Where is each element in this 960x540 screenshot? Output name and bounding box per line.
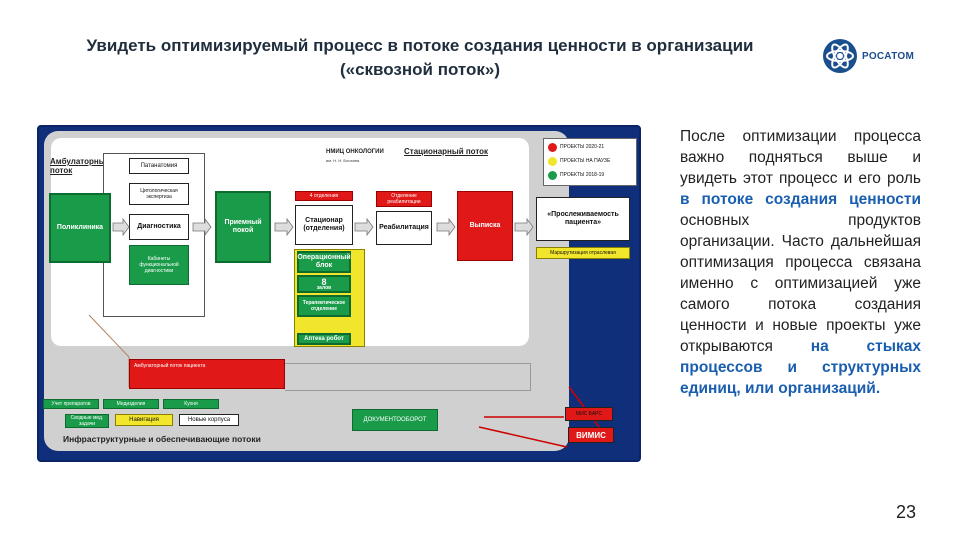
green-lamp-icon: [548, 171, 557, 180]
slide-title: Увидеть оптимизируемый процесс в потоке …: [86, 36, 754, 79]
reab-box: Реабилитация: [376, 211, 432, 245]
infra-label: Инфраструктурные и обеспечивающие потоки: [63, 434, 261, 444]
page-number: 23: [896, 502, 917, 522]
navigacia-box: Навигация: [115, 414, 173, 426]
terapevt-box: Терапевтическое отделение: [297, 295, 351, 317]
amb-projects-label: Амбулаторный поток пациента: [134, 363, 206, 369]
kuhnya-box: Кухня: [163, 399, 219, 409]
side-text: После оптимизации процесса важно поднять…: [680, 126, 921, 399]
red-lamp-icon: [548, 143, 557, 152]
marshrut-box: Маршрутизация отраслевая: [536, 247, 630, 259]
diagnostika-box: Диагностика: [129, 214, 189, 240]
vimis-box: ВИМИС: [568, 427, 614, 443]
yellow-lamp-icon: [548, 157, 557, 166]
side-text-highlight-1: в потоке создания ценности: [680, 191, 921, 208]
priemny-box: Приемный покой: [215, 191, 271, 263]
traffic-light-legend: ПРОЕКТЫ 2020-21 ПРОЕКТЫ НА ПАУЗЕ ПРОЕКТЫ…: [543, 138, 637, 186]
cito-box: Цитологическая экспертиза: [129, 183, 189, 205]
rosatom-logo: РОСАТОМ: [822, 36, 932, 76]
svodnye-box: Сводные мед. задачи: [65, 414, 109, 428]
proslezh-box: «Прослеживаемость пациента»: [536, 197, 630, 241]
stationary-label: Стационарный поток: [404, 147, 489, 156]
misbaro-box: МИС БАРС: [565, 407, 613, 421]
side-text-highlight-2: на стыках процессов и структурных единиц…: [680, 338, 921, 397]
func-diag-box: Кабинеты функциональной диагностики: [129, 245, 189, 285]
poliklinika-box: Поликлиника: [49, 193, 111, 263]
legend-yellow: ПРОЕКТЫ НА ПАУЗЕ: [560, 158, 611, 164]
otdeleniya-top: 4 отделения: [295, 191, 353, 201]
stacionar-box: Стационар (отделения): [295, 205, 353, 245]
vypiska-box: Выписка: [457, 191, 513, 261]
operblock-box: Операционный блок: [297, 251, 351, 273]
legend-red: ПРОЕКТЫ 2020-21: [560, 144, 605, 150]
legend-green: ПРОЕКТЫ 2018-19: [560, 172, 605, 178]
atom-icon: [823, 39, 857, 73]
reab-top: Отделение реабилитации: [376, 191, 432, 207]
medizd-box: Медизделия: [103, 399, 159, 409]
docoborot-box: ДОКУМЕНТООБОРОТ: [352, 409, 438, 431]
operrooms-box: 8 залов: [297, 275, 351, 293]
operrooms-unit: залов: [316, 284, 332, 291]
value-stream-diagram: Амбулаторный поток Поликлиника Патанатом…: [37, 125, 641, 462]
apteka-box: Аптека робот: [297, 333, 351, 345]
org-sub: им. Н. Н. Блохина: [326, 158, 360, 163]
operrooms-count: 8: [321, 276, 327, 287]
ambulatory-label: Амбулаторный поток: [50, 157, 111, 175]
novye-box: Новые корпуса: [179, 414, 239, 426]
amb-strip-extension: [285, 363, 531, 391]
uchet-box: Учет препаратов: [43, 399, 99, 409]
brand-name: РОСАТОМ: [862, 50, 915, 62]
patanatomia-box: Патанатомия: [129, 158, 189, 174]
side-text-p1: После оптимизации процесса важно поднять…: [680, 128, 921, 187]
org-name: НМИЦ ОНКОЛОГИИ: [326, 149, 384, 155]
side-text-p2: основных продуктов организации. Часто да…: [680, 212, 921, 355]
amb-projects-box: Амбулаторный поток пациента: [129, 359, 285, 389]
